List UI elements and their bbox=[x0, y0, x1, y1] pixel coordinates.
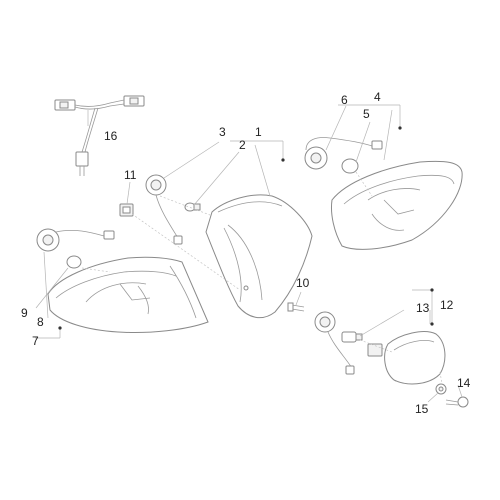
callout-12: 12 bbox=[440, 298, 454, 312]
indicator-lamp bbox=[384, 331, 446, 385]
callout-16: 16 bbox=[104, 129, 118, 143]
callout-14: 14 bbox=[457, 376, 471, 390]
central-taillight-housing bbox=[205, 194, 313, 319]
callout-9: 9 bbox=[21, 306, 28, 320]
callout-2: 2 bbox=[239, 138, 246, 152]
callout-15: 15 bbox=[415, 402, 429, 416]
callout-3: 3 bbox=[219, 125, 226, 139]
callout-11: 11 bbox=[124, 168, 137, 182]
callout-6: 6 bbox=[341, 93, 348, 107]
left-bulb-socket bbox=[36, 228, 115, 252]
callout-4: 4 bbox=[374, 90, 381, 104]
left-bulb bbox=[66, 255, 82, 269]
indicator-washer bbox=[435, 383, 447, 395]
callout-5: 5 bbox=[363, 107, 370, 121]
callout-1: 1 bbox=[255, 125, 262, 139]
center-bulb-socket bbox=[145, 174, 183, 245]
right-tail-lamp bbox=[331, 160, 463, 250]
right-bulb bbox=[341, 158, 359, 174]
indicator-screw bbox=[445, 396, 469, 408]
center-clip bbox=[119, 203, 134, 217]
leader-lines bbox=[35, 104, 463, 403]
center-screw bbox=[287, 302, 305, 312]
wiring-harness bbox=[54, 95, 145, 176]
indicator-bulb bbox=[341, 331, 363, 343]
callout-13: 13 bbox=[416, 301, 430, 315]
indicator-clip bbox=[367, 343, 383, 357]
right-bulb-socket bbox=[304, 137, 383, 170]
callout-7: 7 bbox=[32, 334, 39, 348]
indicator-socket bbox=[314, 311, 355, 375]
center-bulb bbox=[184, 202, 201, 212]
callout-10: 10 bbox=[296, 276, 310, 290]
left-tail-lamp bbox=[47, 256, 209, 333]
callout-8: 8 bbox=[37, 315, 44, 329]
